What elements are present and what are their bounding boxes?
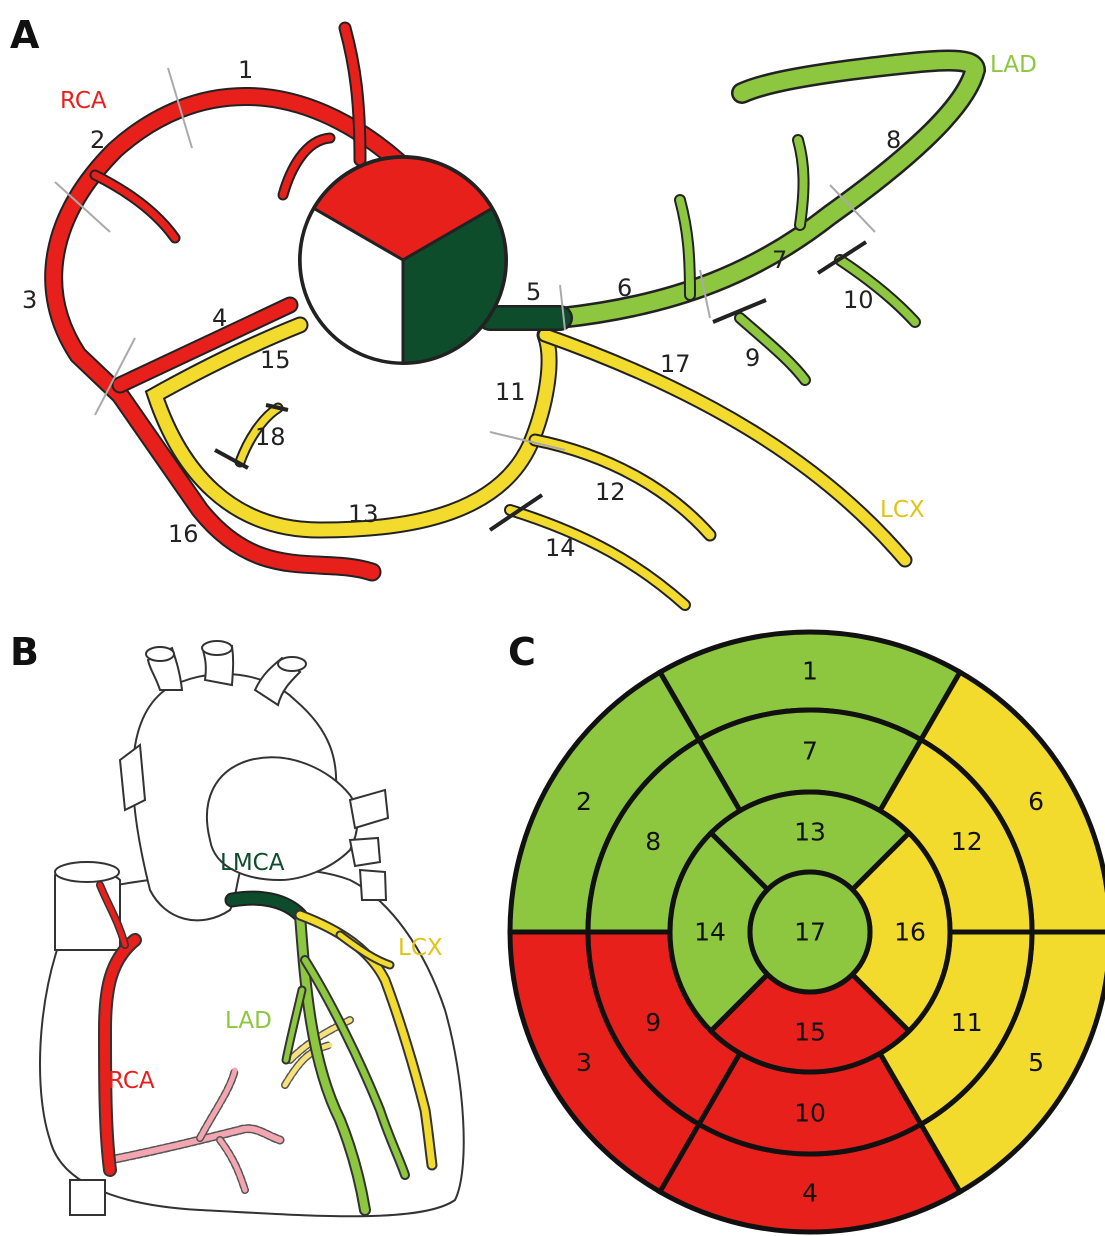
bullseye-label-2: 2 <box>576 787 592 816</box>
segment-label-2: 2 <box>90 126 105 154</box>
panel-a: A <box>10 13 1037 605</box>
panel-a-letter: A <box>10 13 40 57</box>
segment-label-13: 13 <box>348 500 379 528</box>
segment-label-7: 7 <box>772 246 787 274</box>
lad-label: LAD <box>990 52 1037 78</box>
bullseye-label-12: 12 <box>951 827 983 856</box>
bullseye-label-10: 10 <box>794 1099 826 1128</box>
segment-label-4: 4 <box>212 304 227 332</box>
segment-label-12: 12 <box>595 478 626 506</box>
segment-label-10: 10 <box>843 286 874 314</box>
bullseye-label-17: 17 <box>794 918 826 947</box>
panel-c-letter: C <box>508 630 536 674</box>
bullseye-label-8: 8 <box>645 827 661 856</box>
lmca-label-b: LMCA <box>220 850 285 876</box>
rca-label-b: RCA <box>108 1068 155 1094</box>
lcx-branch-17 <box>545 335 905 560</box>
bullseye-label-4: 4 <box>802 1179 818 1208</box>
bullseye-label-1: 1 <box>802 657 818 686</box>
segment-label-18: 18 <box>255 423 286 451</box>
lcx-label: LCX <box>880 497 925 523</box>
segment-label-9: 9 <box>745 344 760 372</box>
lad-tree <box>490 61 975 380</box>
rca-label: RCA <box>60 88 107 114</box>
segment-label-15: 15 <box>260 346 291 374</box>
bullseye-label-13: 13 <box>794 818 826 847</box>
bullseye-label-15: 15 <box>794 1018 826 1047</box>
panel-b-letter: B <box>10 630 39 674</box>
bullseye-label-7: 7 <box>802 737 818 766</box>
segment-label-5: 5 <box>526 278 541 306</box>
segment-label-14: 14 <box>545 534 576 562</box>
bullseye-label-14: 14 <box>694 918 726 947</box>
bullseye-label-9: 9 <box>645 1008 661 1037</box>
panel-b: B <box>10 630 464 1216</box>
segment-label-16: 16 <box>168 520 199 548</box>
segment-label-1: 1 <box>238 56 253 84</box>
lcx-label-b: LCX <box>398 935 443 961</box>
segment-label-17: 17 <box>660 350 691 378</box>
bullseye-label-5: 5 <box>1028 1048 1044 1077</box>
bullseye-label-6: 6 <box>1028 787 1044 816</box>
bullseye-label-16: 16 <box>894 918 926 947</box>
segment-label-11: 11 <box>495 378 526 406</box>
lcx-branch-14 <box>510 510 685 605</box>
segment-label-6: 6 <box>617 274 632 302</box>
segment-label-8: 8 <box>886 126 901 154</box>
segment-label-3: 3 <box>22 286 37 314</box>
aortic-root <box>300 157 506 363</box>
bullseye-label-3: 3 <box>576 1048 592 1077</box>
bullseye-label-11: 11 <box>951 1008 983 1037</box>
lad-label-b: LAD <box>225 1008 272 1034</box>
